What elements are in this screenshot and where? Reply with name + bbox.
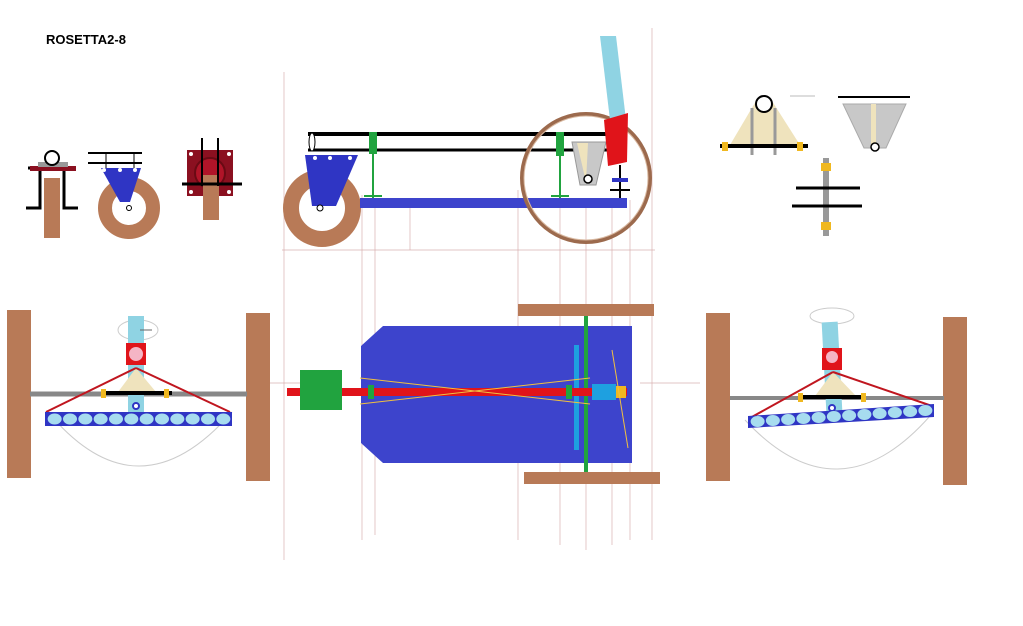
roller: [139, 413, 154, 425]
roller: [109, 413, 123, 425]
top-view-center: [287, 304, 660, 484]
roller: [170, 413, 185, 425]
left-wood-post: [7, 310, 31, 478]
roller: [155, 413, 169, 425]
diagram-title: ROSETTA2-8: [46, 32, 126, 47]
pulley-icon: [44, 150, 60, 166]
roller-row: [47, 413, 231, 425]
front-view-right: [706, 307, 967, 485]
roller: [811, 412, 826, 423]
roller: [185, 413, 200, 425]
roller-row: [750, 405, 933, 427]
roller: [781, 414, 796, 425]
roller: [78, 413, 93, 425]
roller: [887, 407, 902, 418]
roller: [857, 409, 872, 420]
roller: [63, 413, 77, 425]
right-wood-post: [943, 317, 967, 485]
roller: [47, 413, 62, 425]
side-view-main: [283, 36, 652, 247]
roller: [750, 416, 765, 427]
front-view-left: [7, 310, 270, 481]
roller: [201, 413, 215, 425]
wood-post: [44, 178, 60, 238]
tilted-blade: [600, 36, 626, 120]
roller: [918, 405, 933, 416]
roller: [872, 408, 887, 419]
right-wood-post: [246, 313, 270, 481]
roller: [903, 406, 918, 417]
top-right-view-1: [720, 95, 815, 155]
roller: [842, 410, 857, 421]
top-right-view-3: [792, 158, 862, 236]
roller: [93, 413, 108, 425]
rotor-circle: [520, 112, 652, 244]
pulley-icon: [755, 95, 773, 113]
roller: [765, 415, 780, 426]
red-bracket: [604, 113, 628, 166]
roller: [124, 413, 139, 425]
side-view-small-2: [88, 152, 160, 239]
top-right-view-2: [838, 96, 910, 152]
green-block: [300, 370, 342, 410]
roller: [216, 413, 231, 425]
roller: [796, 413, 811, 424]
roller: [826, 411, 841, 422]
left-wood-post: [706, 313, 730, 481]
side-view-small-3: [182, 138, 242, 220]
side-view-small-1: [26, 150, 78, 238]
frame-beam: [360, 198, 627, 208]
red-shaft: [287, 388, 627, 396]
